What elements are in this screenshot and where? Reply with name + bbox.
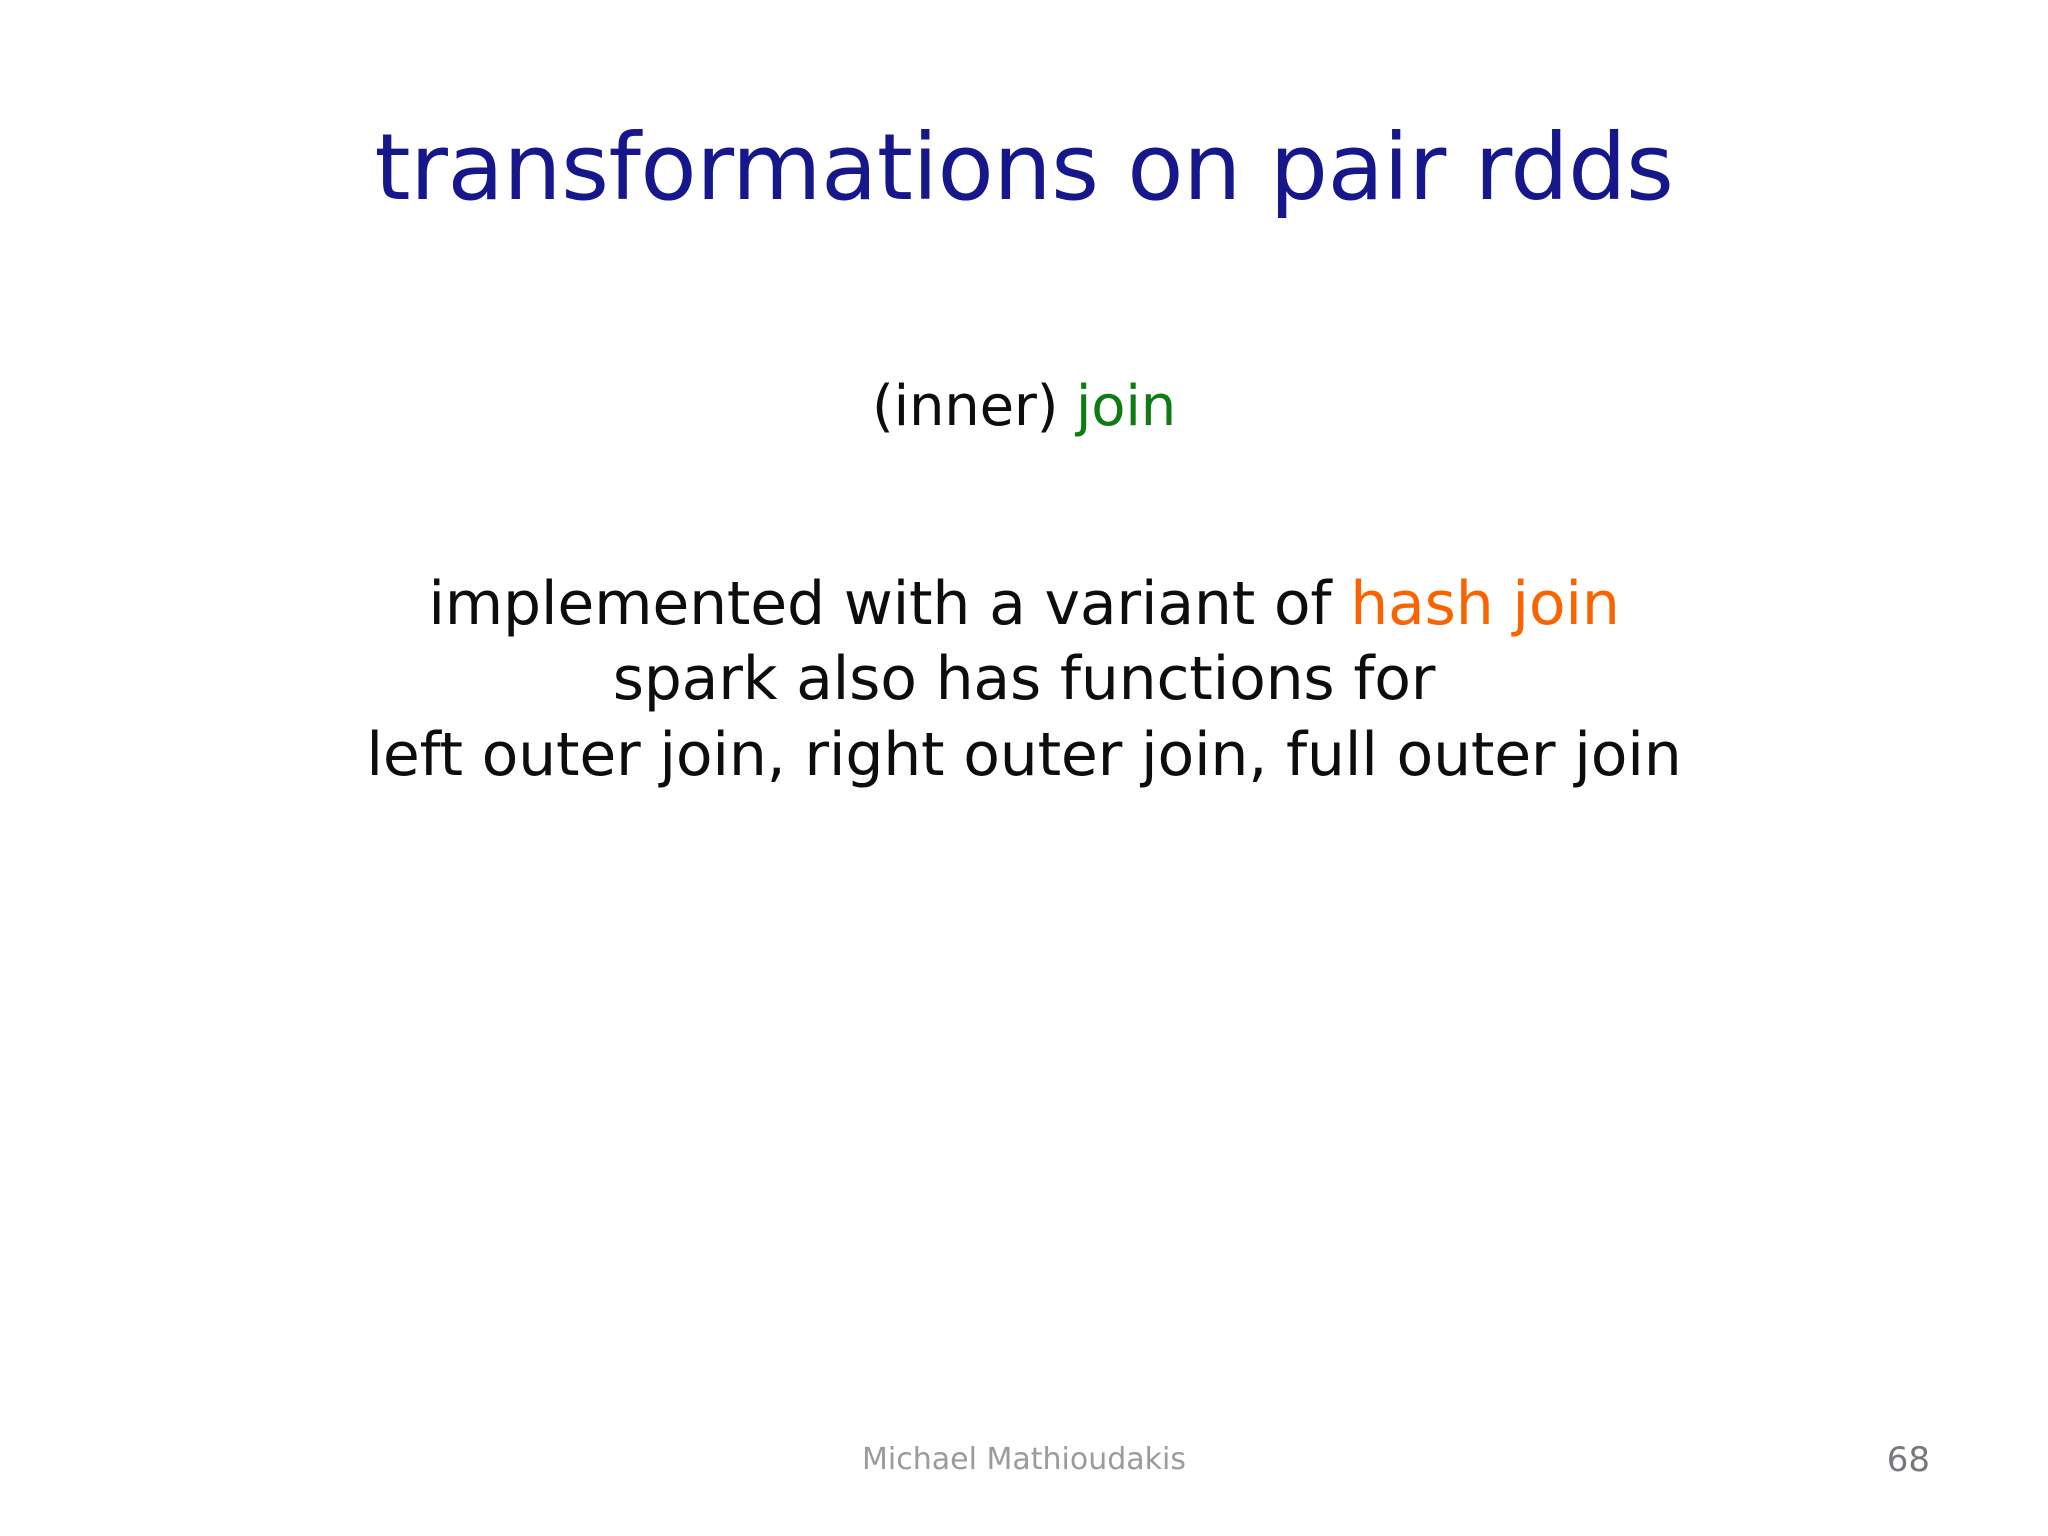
body-line-outer-joins: left outer join, right outer join, full …: [0, 718, 2048, 794]
slide-body: (inner) join implemented with a variant …: [0, 372, 2048, 793]
inner-join-prefix: (inner): [872, 374, 1076, 439]
inner-join-highlight: join: [1075, 374, 1176, 439]
spark-functions-text: spark also has functions for: [612, 644, 1436, 715]
footer-page-number: 68: [1886, 1440, 1930, 1480]
outer-joins-text: left outer join, right outer join, full …: [366, 719, 1682, 790]
body-line-hash-join: implemented with a variant of hash join: [0, 567, 2048, 643]
body-line-spark-functions: spark also has functions for: [0, 642, 2048, 718]
footer-author: Michael Mathioudakis: [862, 1442, 1186, 1477]
hash-join-prefix: implemented with a variant of: [428, 568, 1351, 639]
body-line-inner-join: (inner) join: [0, 372, 2048, 443]
body-spacer: [0, 443, 2048, 567]
page-title: transformations on pair rdds: [374, 114, 1674, 221]
hash-join-highlight: hash join: [1350, 568, 1620, 639]
